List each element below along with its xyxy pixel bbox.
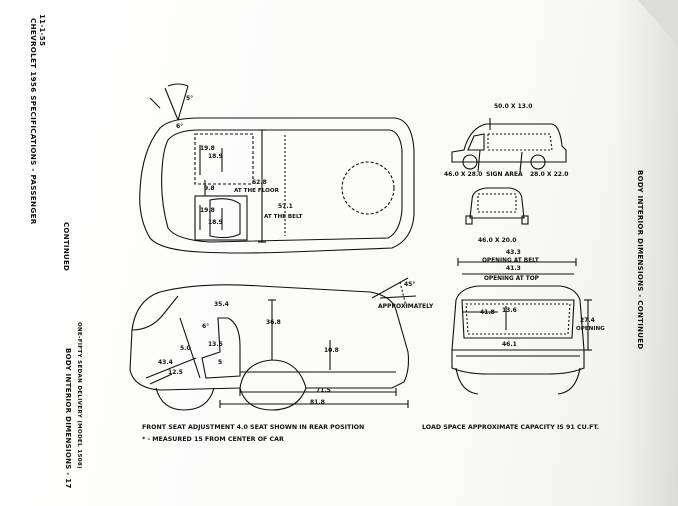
rear-opening: OPENING: [576, 326, 605, 332]
plan-dim-1: 19.8: [200, 145, 215, 152]
rear-dim-3: 41.8: [480, 309, 495, 316]
plan-view-outline: [139, 83, 415, 254]
van-rear-view: [465, 187, 529, 225]
plan-dim-2: 18.9: [208, 153, 223, 160]
side-dim-7: 5: [218, 359, 222, 366]
rear-opening-view: [451, 258, 592, 395]
plan-dim-3: 9.8: [204, 185, 215, 192]
rear-dim-5: 27.4: [580, 317, 595, 324]
sign-rear-dim: 46.0 X 20.0: [478, 237, 516, 244]
side-dim-2: 6°: [202, 323, 209, 330]
side-dim-11: 81.8: [310, 399, 325, 406]
plan-at-floor: AT THE FLOOR: [234, 188, 280, 194]
sign-right-dim: 28.0 X 22.0: [530, 171, 568, 178]
plan-angle-2: 6°: [176, 123, 183, 130]
plan-dim-7: 57.1: [278, 203, 293, 210]
rear-dim-1: 43.3: [506, 249, 521, 256]
plan-at-belt: AT THE BELT: [264, 214, 303, 220]
side-dim-5: 43.4: [158, 359, 173, 366]
load-space-caption: LOAD SPACE APPROXIMATE CAPACITY IS 91 CU…: [422, 424, 600, 431]
page-corner: [638, 0, 678, 46]
side-dim-6: 12.5: [168, 369, 183, 376]
sign-top-dim: 50.0 X 13.0: [494, 103, 532, 110]
rear-opening-top: OPENING AT TOP: [484, 276, 540, 282]
side-dim-12: 45°: [404, 281, 415, 288]
measured-note: * - MEASURED 15 FROM CENTER OF CAR: [142, 436, 284, 443]
rear-dim-2: 41.3: [506, 265, 521, 272]
rear-dim-6: 46.1: [502, 341, 517, 348]
front-seat-caption: FRONT SEAT ADJUSTMENT 4.0 SEAT SHOWN IN …: [142, 424, 365, 431]
side-dim-10: 71.5: [316, 387, 331, 394]
plan-dim-5: 18.9: [208, 219, 223, 226]
rear-dim-4: 13.6: [502, 307, 517, 314]
side-dim-4: 13.5: [208, 341, 223, 348]
van-side-view: [451, 118, 567, 173]
plan-dim-6: 62.8: [252, 179, 267, 186]
side-dim-8: 36.8: [266, 319, 281, 326]
page-shadow: [618, 0, 678, 506]
plan-angle-1: 5°: [186, 95, 193, 102]
side-approx: APPROXIMATELY: [378, 303, 434, 310]
plan-dim-4: 19.8: [200, 207, 215, 214]
rear-opening-belt: OPENING AT BELT: [482, 258, 539, 264]
side-dim-1: 35.4: [214, 301, 229, 308]
side-dim-9: 10.8: [324, 347, 339, 354]
sign-label: SIGN AREA: [486, 171, 523, 178]
side-view-outline: [129, 277, 417, 411]
side-dim-3: 5.0: [180, 345, 191, 352]
sign-left-dim: 46.0 X 28.0: [444, 171, 482, 178]
